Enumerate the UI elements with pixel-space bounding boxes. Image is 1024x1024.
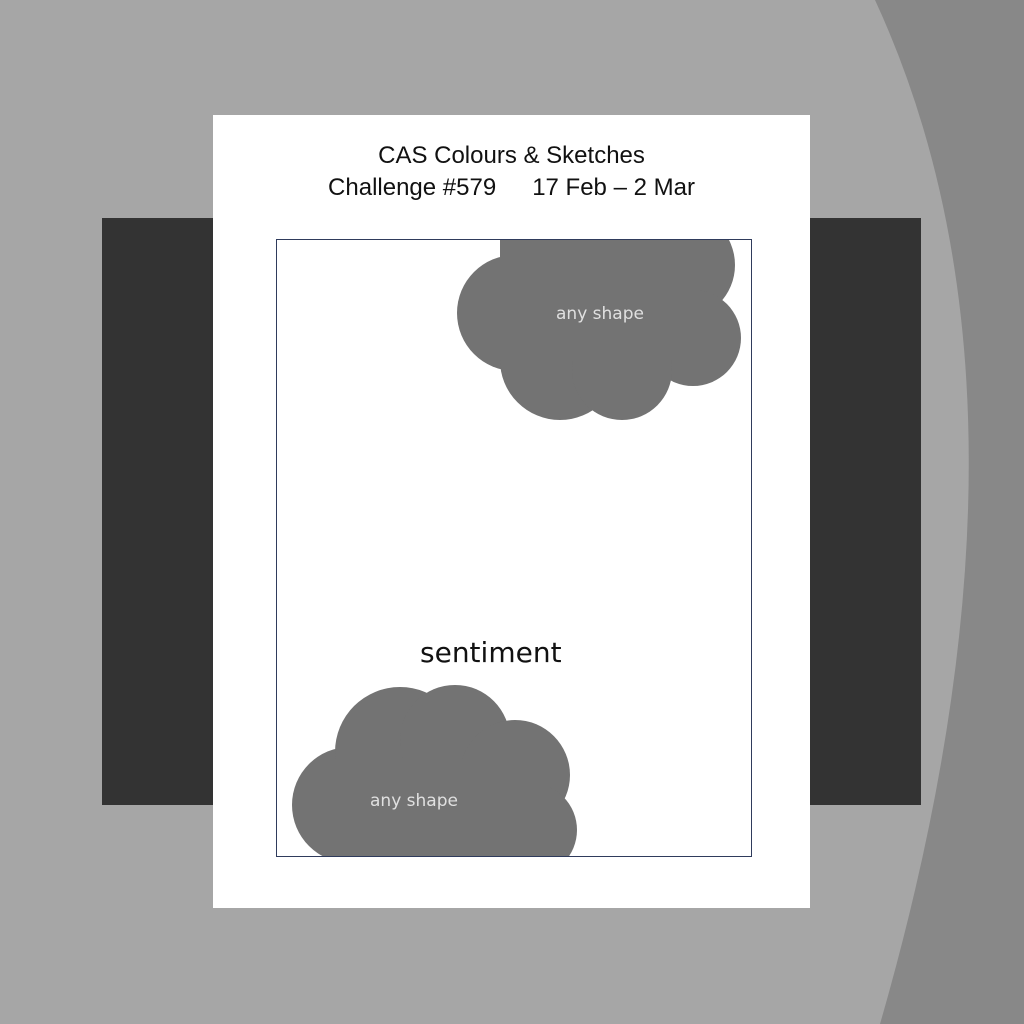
challenge-number: Challenge #579 bbox=[328, 174, 497, 201]
challenge-dates: 17 Feb – 2 Mar bbox=[532, 174, 695, 201]
sketch-panel bbox=[276, 239, 752, 857]
top-shape-label: any shape bbox=[556, 304, 644, 324]
bottom-cloud-shape bbox=[292, 685, 577, 856]
bottom-shape-label: any shape bbox=[370, 791, 458, 811]
card-title: CAS Colours & Sketches bbox=[378, 142, 645, 169]
challenge-line: Challenge #579 17 Feb – 2 Mar bbox=[213, 174, 810, 202]
sentiment-label: sentiment bbox=[420, 636, 562, 669]
top-cloud-shape bbox=[457, 240, 741, 420]
